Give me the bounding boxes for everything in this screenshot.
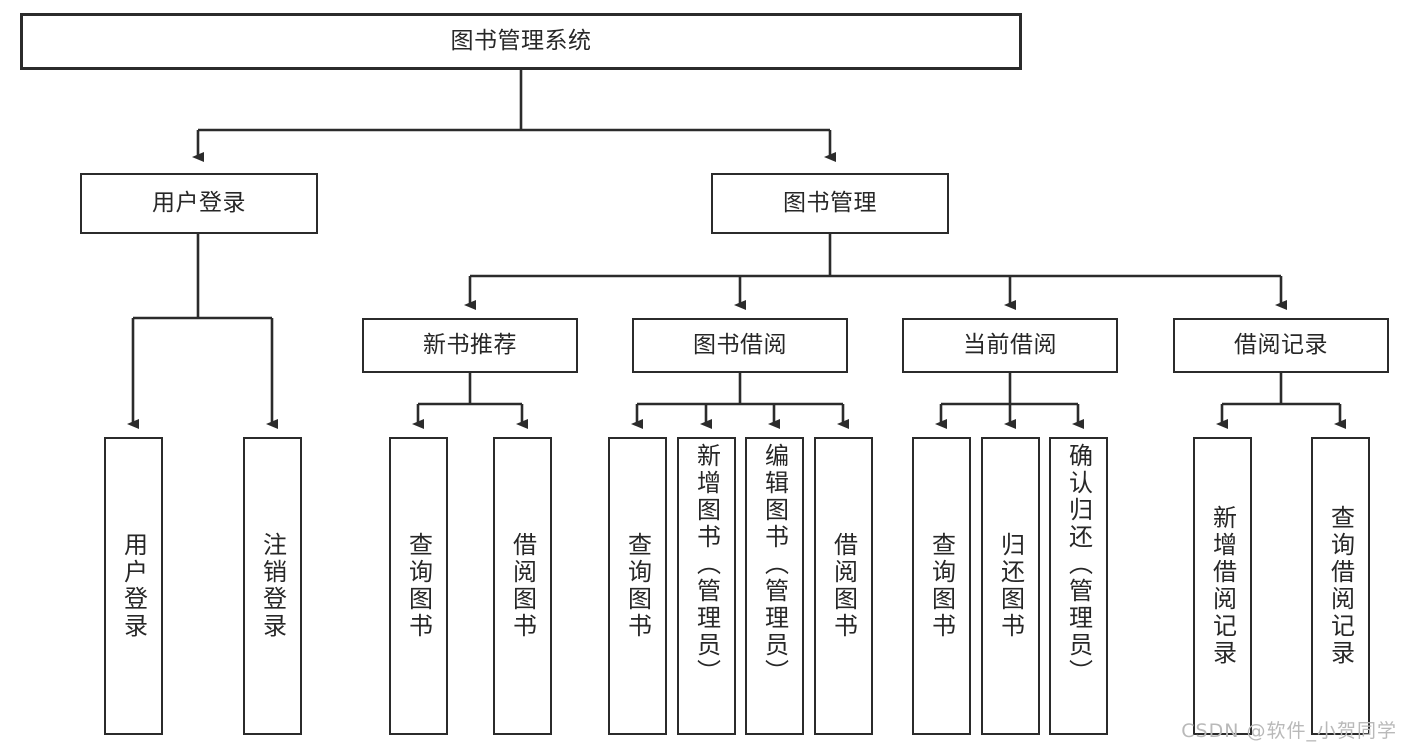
leaf-current-borrow-query-book[interactable]: 查询图书 [912,437,971,735]
leaf-current-borrow-return-book[interactable]: 归还图书 [981,437,1040,735]
node-label: 用户登录 [152,190,246,217]
node-current-borrowing[interactable]: 当前借阅 [902,318,1118,373]
node-label: 借阅图书 [829,532,858,640]
node-book-borrowing[interactable]: 图书借阅 [632,318,848,373]
leaf-borrow-record-query-record[interactable]: 查询借阅记录 [1311,437,1370,735]
node-label: 查询图书 [927,532,956,640]
leaf-current-borrow-confirm-return-admin[interactable]: 确认归还（管理员） [1049,437,1108,735]
node-label: 借阅图书 [508,532,537,640]
node-label: 确认归还（管理员） [1064,443,1093,686]
leaf-user-login-login[interactable]: 用户登录 [104,437,163,735]
node-label: 用户登录 [119,532,148,640]
node-root-book-management-system[interactable]: 图书管理系统 [20,13,1022,70]
leaf-borrow-record-add-record[interactable]: 新增借阅记录 [1193,437,1252,735]
leaf-user-login-logout[interactable]: 注销登录 [243,437,302,735]
node-label: 编辑图书（管理员） [760,443,789,686]
node-label: 注销登录 [258,532,287,640]
csdn-watermark: CSDN @软件_小贺同学 [1181,720,1397,742]
node-label: 图书管理 [783,190,877,217]
node-borrowing-record[interactable]: 借阅记录 [1173,318,1389,373]
leaf-new-book-query-book[interactable]: 查询图书 [389,437,448,735]
node-book-management[interactable]: 图书管理 [711,173,949,234]
node-label: 图书借阅 [693,332,787,359]
leaf-new-book-borrow-book[interactable]: 借阅图书 [493,437,552,735]
leaf-book-borrow-borrow-book[interactable]: 借阅图书 [814,437,873,735]
node-label: 新增图书（管理员） [692,443,721,686]
leaf-book-borrow-add-book-admin[interactable]: 新增图书（管理员） [677,437,736,735]
leaf-book-borrow-edit-book-admin[interactable]: 编辑图书（管理员） [745,437,804,735]
node-user-login[interactable]: 用户登录 [80,173,318,234]
node-label: 新书推荐 [423,332,517,359]
node-label: 当前借阅 [963,332,1057,359]
node-label: 图书管理系统 [450,28,592,55]
node-new-book-recommendation[interactable]: 新书推荐 [362,318,578,373]
node-label: 查询图书 [623,532,652,640]
node-label: 借阅记录 [1234,332,1328,359]
node-label: 新增借阅记录 [1208,505,1237,667]
node-label: 查询图书 [404,532,433,640]
node-label: 查询借阅记录 [1326,505,1355,667]
leaf-book-borrow-query-book[interactable]: 查询图书 [608,437,667,735]
node-label: 归还图书 [996,532,1025,640]
